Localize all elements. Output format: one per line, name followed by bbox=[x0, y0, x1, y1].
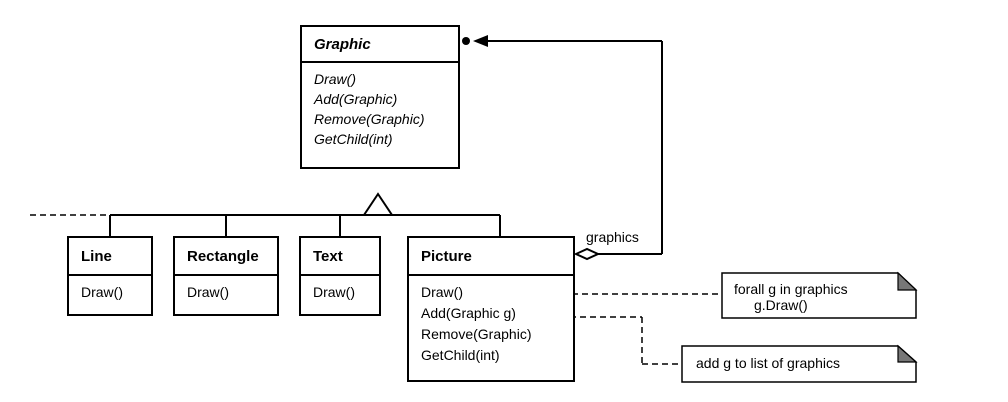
class-text-name: Text bbox=[301, 238, 379, 276]
draw-note-outline bbox=[721, 272, 917, 319]
add-note: add g to list of graphics bbox=[696, 355, 840, 371]
add-note-outline bbox=[681, 345, 917, 383]
operation: Draw() bbox=[313, 284, 355, 300]
class-rectangle: Rectangle Draw() bbox=[173, 236, 279, 316]
class-text-operations: Draw() bbox=[301, 276, 379, 308]
class-graphic: Graphic Draw() Add(Graphic) Remove(Graph… bbox=[300, 25, 460, 169]
operation: GetChild(int) bbox=[421, 347, 500, 363]
class-graphic-operations: Draw() Add(Graphic) Remove(Graphic) GetC… bbox=[302, 63, 458, 155]
aggregation-diamond bbox=[573, 247, 601, 261]
operation: Add(Graphic g) bbox=[421, 305, 516, 321]
class-rectangle-name: Rectangle bbox=[175, 238, 277, 276]
arrow-head bbox=[473, 35, 488, 47]
operation: Draw() bbox=[81, 284, 123, 300]
note-line: forall g in graphics bbox=[734, 281, 848, 297]
operation: Remove(Graphic) bbox=[421, 326, 532, 342]
operation: Draw() bbox=[314, 71, 356, 87]
operation: Draw() bbox=[421, 284, 463, 300]
class-text: Text Draw() bbox=[299, 236, 381, 316]
operation: Draw() bbox=[187, 284, 229, 300]
aggregation-label: graphics bbox=[586, 229, 639, 245]
class-line-name: Line bbox=[69, 238, 151, 276]
inheritance-triangle bbox=[362, 192, 394, 216]
class-picture-operations: Draw() Add(Graphic g) Remove(Graphic) Ge… bbox=[409, 276, 573, 372]
operation: Add(Graphic) bbox=[314, 91, 398, 107]
class-rectangle-operations: Draw() bbox=[175, 276, 277, 308]
operation: GetChild(int) bbox=[314, 131, 393, 147]
class-picture-name: Picture bbox=[409, 238, 573, 276]
class-picture: Picture Draw() Add(Graphic g) Remove(Gra… bbox=[407, 236, 575, 382]
operation: Remove(Graphic) bbox=[314, 111, 425, 127]
many-dot bbox=[462, 37, 470, 45]
class-line: Line Draw() bbox=[67, 236, 153, 316]
class-line-operations: Draw() bbox=[69, 276, 151, 308]
class-graphic-name: Graphic bbox=[302, 27, 458, 63]
note-line: g.Draw() bbox=[754, 297, 808, 313]
draw-note: forall g in graphics g.Draw() bbox=[724, 277, 896, 317]
